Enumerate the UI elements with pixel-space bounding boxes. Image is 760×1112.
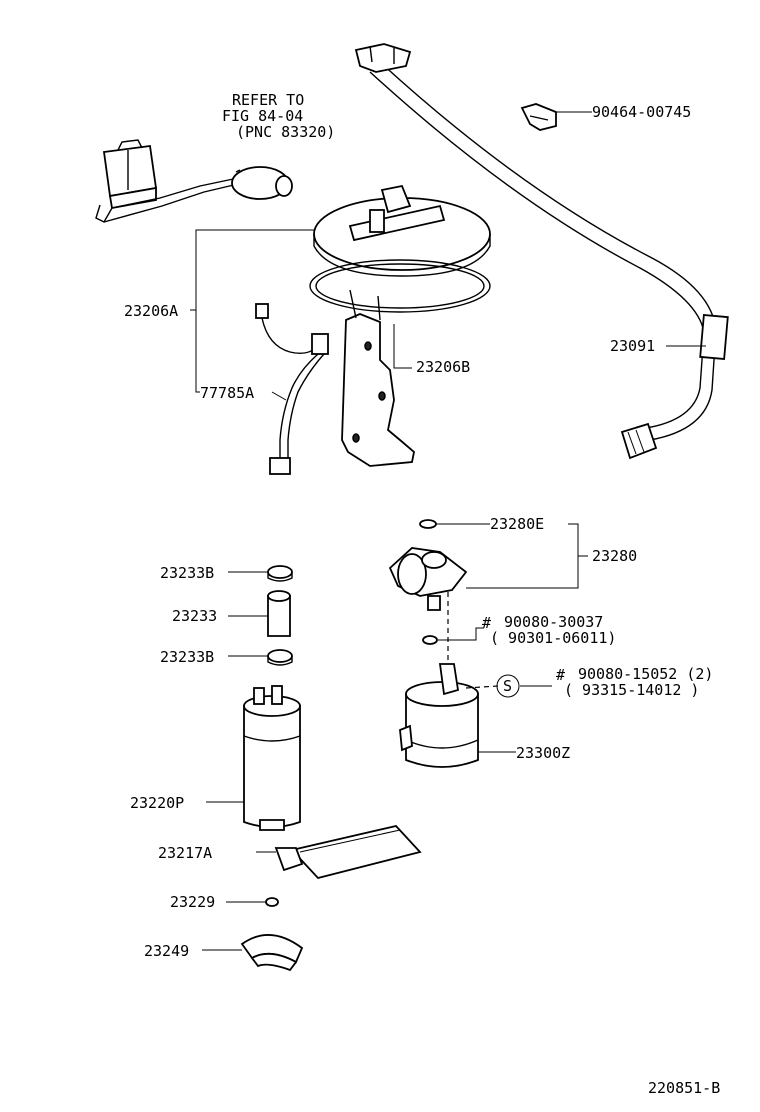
- label-90464-00745: 90464-00745: [592, 103, 691, 121]
- label-23249: 23249: [144, 942, 189, 960]
- pump-bracket-drawing: [309, 184, 491, 467]
- figure-id: 220851-B: [648, 1079, 720, 1097]
- fuel-filter-housing-drawing: [399, 663, 479, 768]
- reference-note-line1: REFER TO: [232, 91, 304, 109]
- label-hash-2: #: [556, 666, 565, 684]
- fuel-pump-drawing: [243, 685, 301, 831]
- fuel-tube-drawing: [354, 43, 729, 460]
- label-23300Z: 23300Z: [516, 744, 570, 762]
- reference-note-line3: (PNC 83320): [236, 123, 335, 141]
- label-23091: 23091: [610, 337, 655, 355]
- hose-clamp-top-drawing: [267, 565, 293, 582]
- label-23280: 23280: [592, 547, 637, 565]
- fuel-sender-gauge-drawing: [95, 139, 293, 223]
- label-23233B-bottom: 23233B: [160, 648, 214, 666]
- screw-symbol-circle: [496, 674, 520, 698]
- label-23233: 23233: [172, 607, 217, 625]
- label-hash-1: #: [482, 614, 491, 632]
- reference-note: REFER TO FIG 84-04 (PNC 83320): [222, 91, 335, 141]
- label-93315-14012: ( 93315-14012 ): [564, 681, 699, 699]
- fuel-hose-drawing: [267, 590, 291, 637]
- label-90080-30037: 90080-30037: [504, 613, 603, 631]
- label-23233B-top: 23233B: [160, 564, 214, 582]
- label-23280E: 23280E: [490, 515, 544, 533]
- screw-symbol-label: S: [503, 677, 512, 695]
- label-90080-15052: 90080-15052 (2): [578, 665, 713, 683]
- tube-clip-drawing: [520, 103, 557, 131]
- label-77785A: 77785A: [200, 384, 254, 402]
- pressure-regulator-drawing: [388, 519, 468, 645]
- filter-screen-drawing: [274, 825, 422, 880]
- label-23206B: 23206B: [416, 358, 470, 376]
- label-23217A: 23217A: [158, 844, 212, 862]
- leader-lines: [190, 111, 706, 951]
- wire-harness-drawing: [255, 303, 329, 475]
- ring-drawing: [265, 897, 279, 907]
- hose-clamp-bottom-drawing: [267, 649, 293, 666]
- reference-note-line2: FIG 84-04: [222, 107, 303, 125]
- label-23206A: 23206A: [124, 302, 178, 320]
- label-23220P: 23220P: [130, 794, 184, 812]
- label-23229: 23229: [170, 893, 215, 911]
- label-90301-06011: ( 90301-06011): [490, 629, 616, 647]
- cushion-drawing: [240, 934, 304, 972]
